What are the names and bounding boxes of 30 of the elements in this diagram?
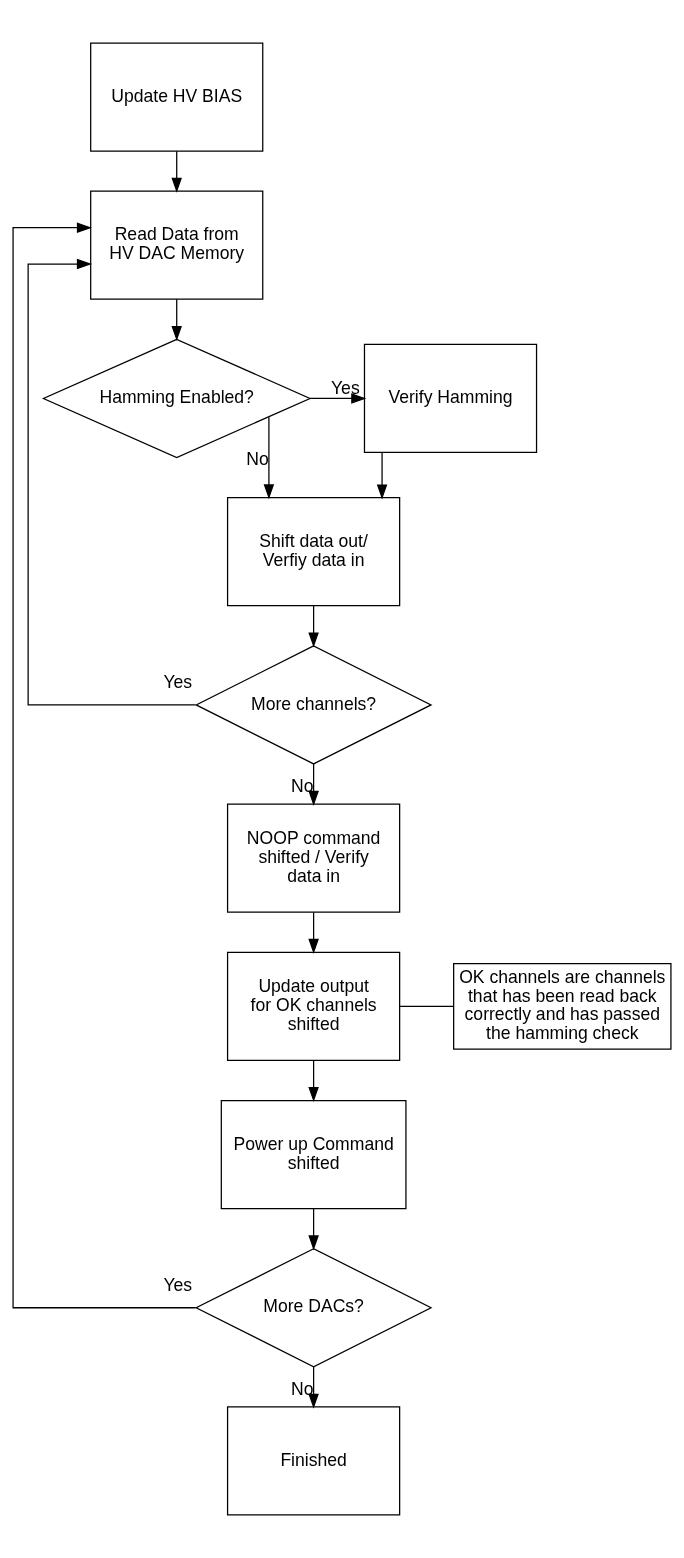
arrow bbox=[12, 222, 197, 1309]
arrow bbox=[308, 763, 319, 806]
arrow bbox=[376, 451, 388, 500]
arrow bbox=[308, 911, 319, 954]
node-box: Update output for OK channels shifted bbox=[226, 951, 401, 1061]
edge-label: No bbox=[291, 775, 314, 796]
node-diamond: More channels? bbox=[194, 645, 433, 765]
node-box: Verify Hamming bbox=[363, 343, 538, 454]
edge-label: Yes bbox=[163, 672, 193, 693]
arrow bbox=[308, 1366, 319, 1409]
arrow bbox=[308, 1207, 319, 1251]
arrow bbox=[27, 258, 197, 706]
node-box: Finished bbox=[226, 1406, 401, 1516]
connector bbox=[399, 1005, 454, 1007]
node-box: Power up Command shifted bbox=[220, 1099, 407, 1210]
arrow bbox=[263, 416, 275, 500]
edge-label: Yes bbox=[331, 377, 360, 398]
arrow bbox=[171, 150, 182, 193]
node-diamond: More DACs? bbox=[194, 1248, 433, 1368]
node-box: Update HV BIAS bbox=[90, 42, 264, 152]
edge-label: Yes bbox=[163, 1275, 193, 1296]
arrow bbox=[171, 298, 182, 342]
edge-label: No bbox=[291, 1378, 314, 1399]
node-box: OK channels are channels that has been read back correctly and has passed the hamming check bbox=[453, 963, 672, 1050]
arrow bbox=[308, 605, 319, 648]
arrow bbox=[309, 393, 367, 404]
node-box: NOOP command shifted / Verify data in bbox=[226, 803, 401, 913]
node-box: Read Data from HV DAC Memory bbox=[90, 190, 264, 300]
arrow bbox=[308, 1060, 319, 1103]
node-box: Shift data out/ Verfiy data in bbox=[226, 497, 401, 607]
